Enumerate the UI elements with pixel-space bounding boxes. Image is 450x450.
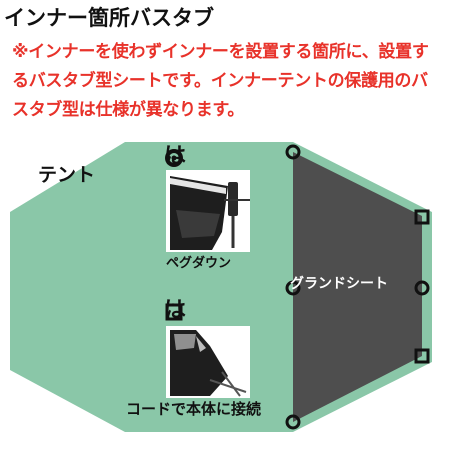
ground-sheet	[293, 152, 422, 422]
notice-text: ※インナーを使わずインナーを設置する箇所に、設置するバスタブ型シートです。インナ…	[12, 42, 429, 120]
square-marker-label: は	[164, 298, 187, 323]
cord-attach-label: コードで本体に接続	[126, 400, 262, 418]
page-title: インナー箇所バスタブ	[4, 6, 214, 30]
circle-marker-icon	[285, 280, 301, 296]
peg-down-photo	[166, 170, 250, 252]
circle-marker-icon	[285, 414, 301, 430]
square-marker-icon	[414, 209, 430, 225]
square-marker-icon	[414, 348, 430, 364]
circle-marker-label: は	[164, 144, 187, 169]
square-marker-icon	[165, 303, 183, 321]
circle-marker-icon	[414, 280, 430, 296]
circle-marker-icon	[285, 144, 301, 160]
tent-label: テント	[38, 164, 96, 186]
cord-attach-photo	[166, 326, 250, 398]
circle-marker-dot	[171, 155, 177, 161]
circle-marker-icon	[165, 149, 183, 167]
ground-sheet-label: グランドシート	[290, 276, 388, 292]
peg-down-label: ペグダウン	[166, 256, 232, 271]
